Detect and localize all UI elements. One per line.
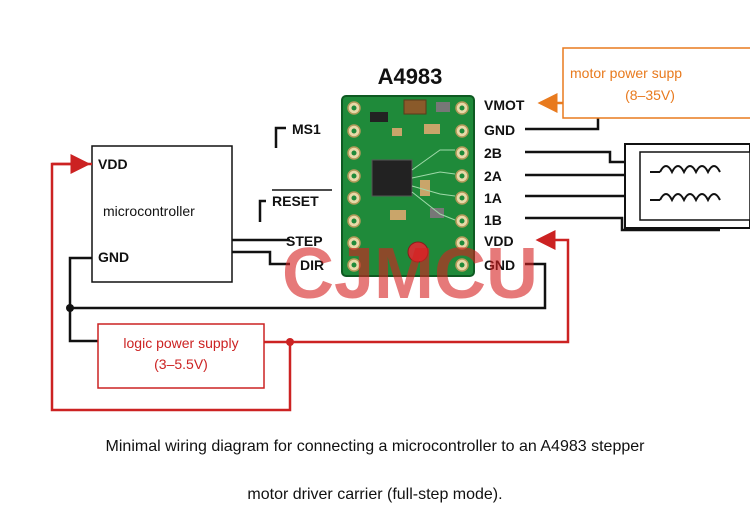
stepper-motor — [624, 143, 750, 229]
left-pin-holes — [347, 101, 361, 272]
pin-label-vmot: VMOT — [484, 97, 525, 113]
vdd-junction — [286, 338, 294, 346]
motor-gnd-wire — [525, 118, 600, 131]
smd-part-5 — [390, 210, 406, 220]
pin-label-2a: 2A — [484, 168, 502, 184]
smd-part-1 — [370, 112, 388, 122]
potentiometer — [407, 241, 429, 263]
pin-label-reset: RESET — [272, 193, 319, 209]
smd-part-4 — [420, 180, 430, 196]
pin-label-step: STEP — [286, 233, 323, 249]
smd-resistor — [436, 102, 450, 112]
mcu-gnd-label: GND — [98, 249, 129, 265]
caption-line-1: Minimal wiring diagram for connecting a … — [105, 438, 645, 455]
mcu-vdd-label: VDD — [98, 156, 128, 172]
mcu-gnd-wire — [68, 256, 98, 343]
a4983-board — [341, 95, 475, 277]
smd-part-2 — [392, 128, 402, 136]
pin-label-1b: 1B — [484, 212, 502, 228]
ms1-bracket — [274, 126, 286, 148]
smd-part-3 — [424, 124, 440, 134]
gnd-junction — [66, 304, 74, 312]
board-title: A4983 — [378, 64, 443, 89]
caption-line-2: motor driver carrier (full-step mode). — [247, 486, 503, 503]
motor-coil-top — [650, 165, 721, 175]
pin-label-2b: 2B — [484, 145, 502, 161]
pcb-traces — [411, 149, 456, 221]
smd-part-6 — [430, 208, 444, 218]
pin-label-gnd-top: GND — [484, 122, 515, 138]
mcu-name: microcontroller — [103, 203, 195, 219]
black-wires — [68, 118, 720, 343]
red-wires — [50, 154, 570, 412]
logic-power-supply-box — [97, 323, 265, 389]
driver-chip — [371, 159, 413, 197]
wire-2b — [525, 150, 625, 164]
logic-supply-label: logic power supply — [123, 335, 238, 351]
watermark: CJMCU — [282, 234, 538, 314]
dir-wire — [232, 250, 290, 266]
board-vdd-wire — [264, 230, 570, 344]
microcontroller-box — [91, 145, 233, 283]
pin-label-ms1: MS1 — [292, 121, 321, 137]
pin-label-dir: DIR — [300, 257, 324, 273]
motor-supply-range: (8–35V) — [625, 87, 675, 103]
left-pin-centers — [351, 105, 357, 268]
pin-label-gnd-bottom: GND — [484, 257, 515, 273]
motor-coil-bottom — [650, 193, 721, 203]
pin-label-vdd: VDD — [484, 233, 514, 249]
motor-power-supply-box — [562, 47, 750, 119]
right-pin-centers — [459, 105, 465, 268]
logic-supply-range: (3–5.5V) — [154, 356, 208, 372]
reset-bracket — [258, 199, 266, 222]
board-gnd-wire — [70, 262, 547, 310]
wire-1b — [525, 216, 720, 232]
pin-label-1a: 1A — [484, 190, 502, 206]
capacitor — [403, 99, 427, 115]
motor-supply-label: motor power supp — [570, 65, 682, 81]
